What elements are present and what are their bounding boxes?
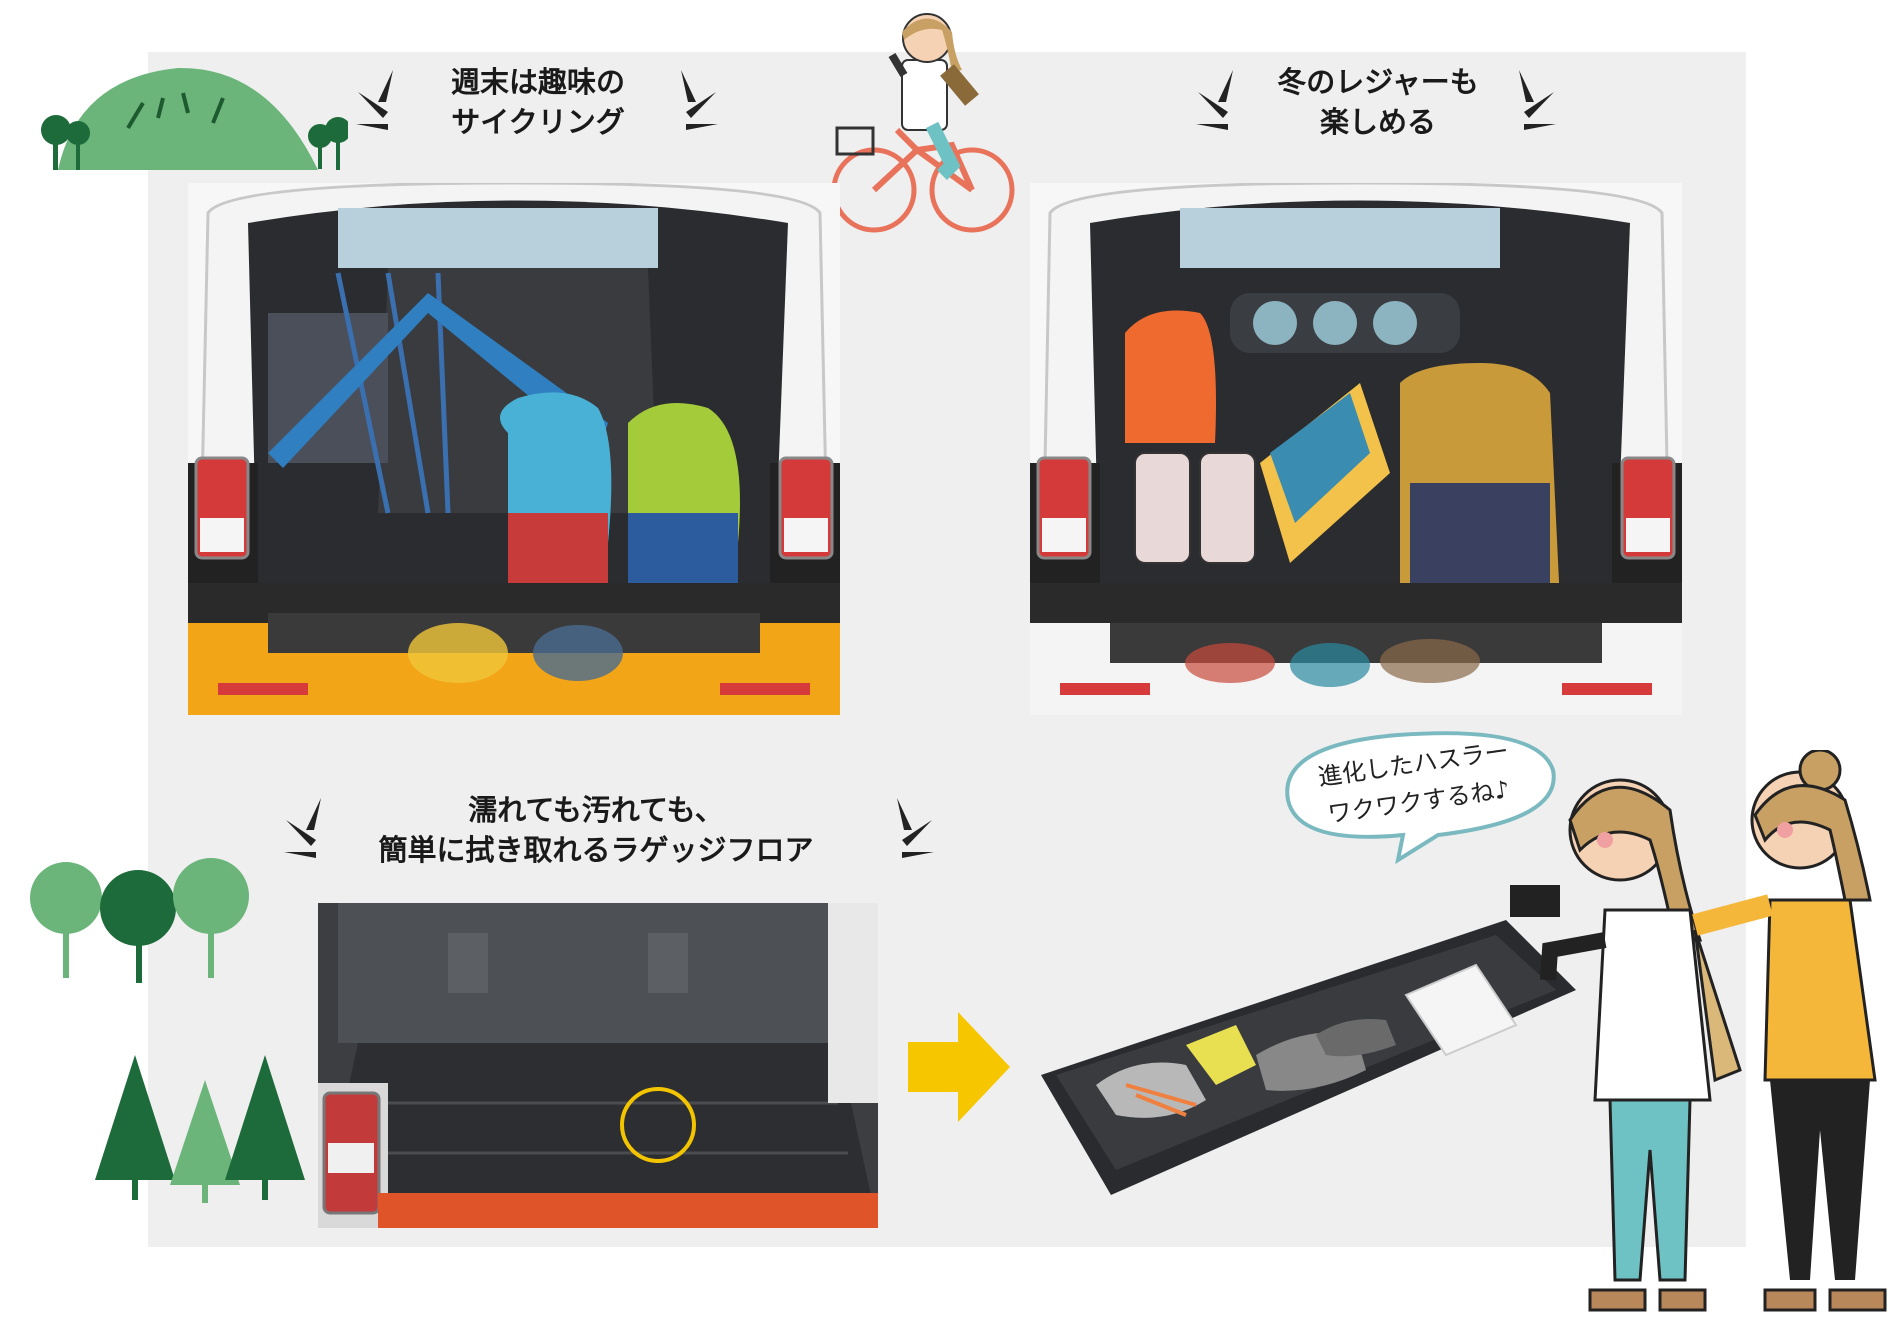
emphasis-lines-icon xyxy=(681,70,718,130)
cycling-caption-line1: 週末は趣味の xyxy=(450,65,625,99)
round-trees-illustration xyxy=(30,858,249,983)
conifer-trees-illustration xyxy=(95,1055,305,1203)
emphasis-lines-icon xyxy=(284,798,321,858)
hill-illustration xyxy=(41,67,348,170)
emphasis-lines-icon xyxy=(1519,70,1556,130)
cycling-caption-line2: サイクリング xyxy=(451,105,625,139)
cycling-cargo-photo xyxy=(188,183,840,715)
emphasis-lines-icon xyxy=(897,798,934,858)
emphasis-lines-icon xyxy=(356,70,393,130)
winter-caption: 冬のレジャーも 楽しめる xyxy=(1248,62,1508,142)
people-illustration xyxy=(1510,750,1887,1312)
underfloor-box-photo xyxy=(1036,915,1576,1205)
floor-caption-line2: 簡単に拭き取れるラゲッジフロア xyxy=(378,833,814,867)
winter-cargo-photo xyxy=(1030,183,1682,715)
emphasis-lines-icon xyxy=(1196,70,1233,130)
winter-caption-line2: 楽しめる xyxy=(1319,105,1436,139)
arrow-right-icon xyxy=(908,1012,1010,1122)
floor-caption: 濡れても汚れても、 簡単に拭き取れるラゲッジフロア xyxy=(336,790,856,870)
speech-bubble xyxy=(1285,731,1556,865)
cycling-caption: 週末は趣味の サイクリング xyxy=(408,62,668,142)
floor-caption-line1: 濡れても汚れても、 xyxy=(468,793,724,827)
winter-caption-line1: 冬のレジャーも xyxy=(1277,65,1479,99)
cyclist-illustration xyxy=(831,13,1015,233)
luggage-floor-photo xyxy=(318,903,878,1228)
